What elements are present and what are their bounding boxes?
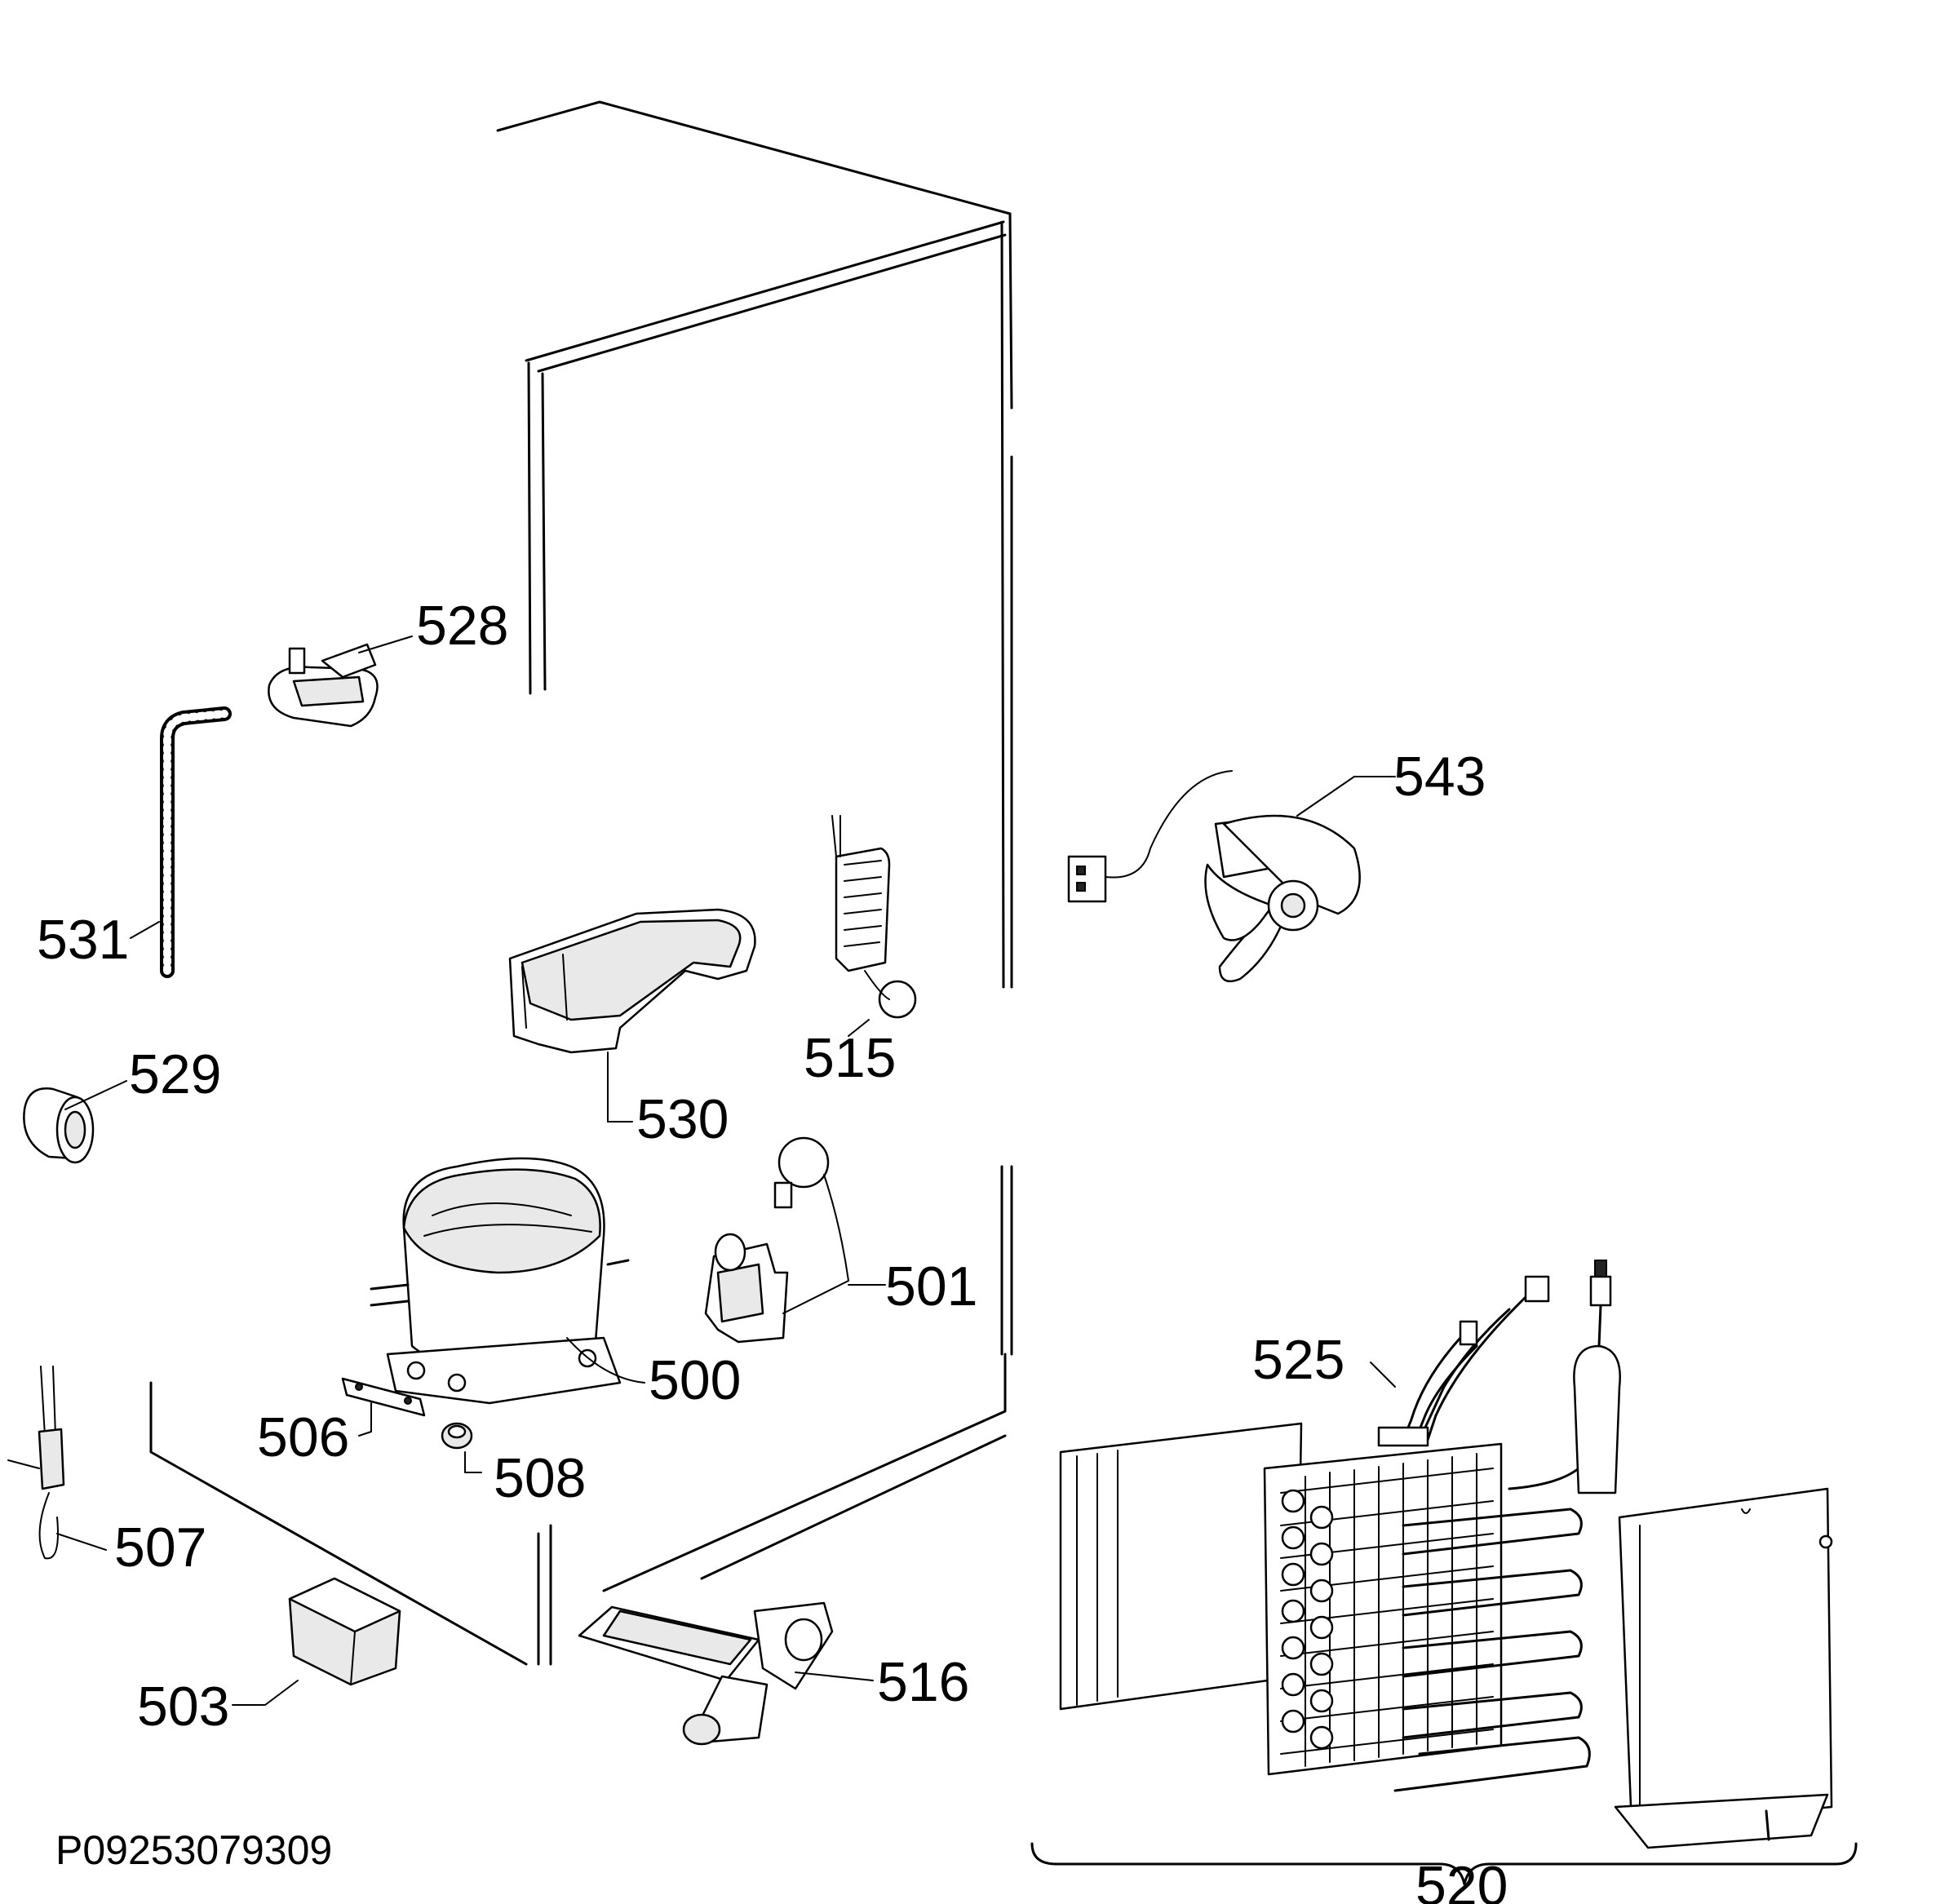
label-543: 543 [1393,746,1486,808]
part-543-fan-motor [1067,770,1396,983]
label-507: 507 [114,1517,206,1579]
label-528: 528 [416,595,508,657]
part-507-sensor [7,1366,107,1560]
part-516-heater [578,1601,874,1746]
label-531: 531 [37,909,129,971]
part-528-bracket [268,635,413,728]
label-515: 515 [804,1027,896,1089]
coil-tubes [1281,1489,1334,1750]
part-508-grommet [441,1422,482,1473]
part-503-box [232,1577,401,1706]
part-529-cap [23,1080,127,1164]
part-labels: 528 531 529 530 515 543 501 500 506 508 … [37,595,1508,1904]
label-525: 525 [1252,1329,1344,1391]
label-508: 508 [494,1447,586,1509]
evaporator-fins [1280,1453,1494,1767]
label-530: 530 [636,1088,729,1150]
label-529: 529 [129,1043,221,1105]
part-506-plate [341,1377,426,1437]
part-530-tray [508,908,756,1122]
part-525-harness [1370,1275,1550,1447]
part-515-relay [831,815,917,1037]
label-501: 501 [885,1255,977,1317]
diagram-code: P09253079309 [55,1827,332,1873]
part-500-compressor [370,1157,645,1405]
cabinet-outline [149,100,1013,1666]
part-501-starter [704,1136,886,1344]
label-520: 520 [1415,1855,1508,1904]
label-500: 500 [649,1349,741,1411]
part-520-evaporator [1030,1260,1858,1886]
label-516: 516 [877,1651,969,1713]
label-503: 503 [137,1676,229,1738]
label-506: 506 [257,1406,349,1468]
part-531-hose [130,706,232,978]
